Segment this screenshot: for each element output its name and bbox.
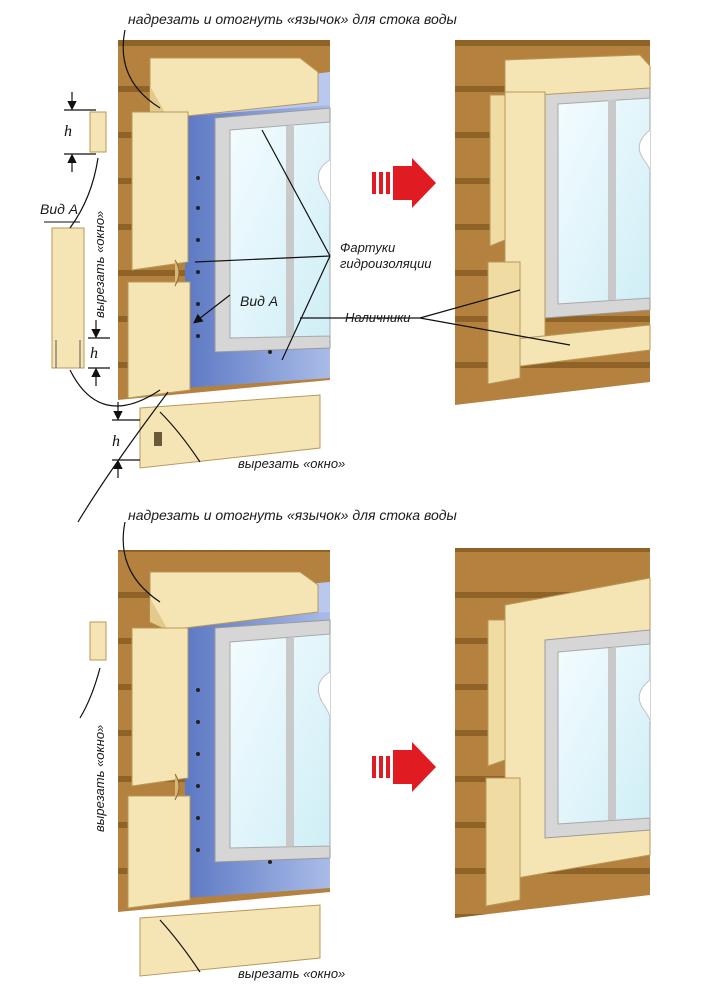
cut-window-label-bottom: вырезать «окно» — [238, 966, 345, 981]
flashing-label-line1: Фартуки — [340, 240, 395, 255]
view-a-pointer: Вид А — [240, 293, 278, 309]
panel-bottom-right — [455, 548, 651, 918]
tongue-note-top: надрезать и отогнуть «язычок» для стока … — [128, 11, 457, 27]
nail-dots — [196, 176, 272, 354]
flashing-label-line2: гидроизоляции — [340, 256, 432, 271]
dimension-h-2: h — [90, 345, 98, 362]
window-glass — [557, 97, 651, 305]
panel-bottom-left — [89, 550, 331, 977]
panel-top-right — [455, 40, 651, 405]
cut-window-vertical-top: вырезать «окно» — [92, 211, 107, 318]
nail-dots — [196, 688, 272, 864]
sill-trim — [139, 394, 321, 469]
cut-sample — [89, 111, 107, 153]
dimension-h-3: h — [112, 433, 120, 450]
side-trim-lower — [127, 281, 191, 399]
cut-sample — [89, 621, 107, 661]
panel-top-left — [44, 40, 331, 469]
casings-label: Наличники — [345, 310, 411, 325]
side-trim-upper — [131, 111, 189, 271]
arrow-bottom — [372, 742, 436, 792]
view-a-piece — [51, 227, 85, 369]
sill-trim — [139, 904, 321, 977]
dimension-h-1: h — [64, 123, 72, 140]
cut-window-label-top: вырезать «окно» — [238, 456, 345, 471]
dimension-marks — [64, 92, 140, 478]
leader-lines — [69, 29, 571, 973]
window-glass — [229, 633, 331, 849]
arrow-top — [372, 158, 436, 208]
cut-window-vertical-bottom: вырезать «окно» — [92, 725, 107, 832]
tongue-note-bottom: надрезать и отогнуть «язычок» для стока … — [128, 507, 457, 523]
side-trim-lower — [127, 795, 191, 909]
side-trim-upper — [131, 627, 189, 787]
view-a-title: Вид А — [40, 201, 78, 217]
window-glass — [557, 643, 651, 825]
window-glass — [229, 121, 331, 339]
